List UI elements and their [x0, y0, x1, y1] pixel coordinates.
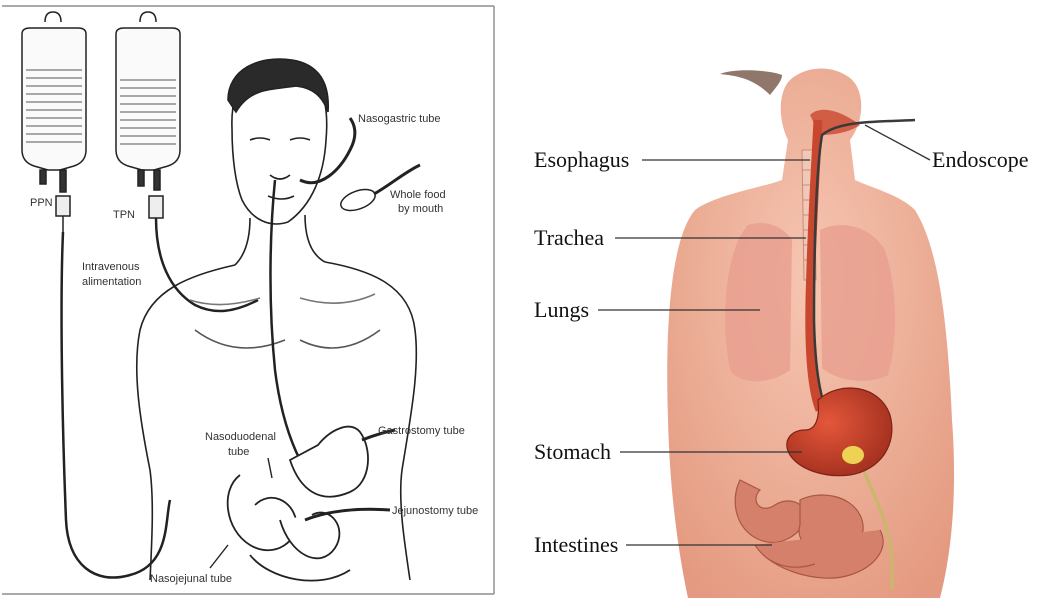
label-nasoduodenal-line1: Nasoduodenal: [205, 431, 276, 443]
nasoduodenal-pointer: [268, 458, 272, 478]
label-nasojejunal-tube: Nasojejunal tube: [150, 573, 232, 585]
tpn-tube: [156, 218, 258, 311]
nasojejunal-pointer: [210, 545, 228, 568]
label-stomach: Stomach: [534, 439, 611, 464]
feeding-routes-svg: PPN TPN: [0, 0, 500, 598]
hair: [720, 70, 782, 95]
head-drawing: [228, 59, 328, 224]
label-whole-food-line1: Whole food: [390, 189, 446, 201]
label-nasogastric-tube: Nasogastric tube: [358, 113, 441, 125]
leader-endoscope: [865, 125, 930, 160]
label-intravenous-line2: alimentation: [82, 276, 141, 288]
endoscopy-anatomy-illustration: Esophagus Endoscope Trachea Lungs Stomac…: [520, 0, 1040, 598]
label-esophagus: Esophagus: [534, 147, 629, 172]
label-lungs: Lungs: [534, 297, 589, 322]
anatomy-svg: Esophagus Endoscope Trachea Lungs Stomac…: [520, 0, 1040, 598]
endoscope-light: [842, 446, 864, 464]
right-lung: [820, 225, 895, 381]
label-tpn: TPN: [113, 209, 135, 221]
label-jejunostomy-tube: Jejunostomy tube: [392, 505, 478, 517]
label-intestines: Intestines: [534, 532, 618, 557]
label-ppn: PPN: [30, 197, 53, 209]
label-gastrostomy-tube: Gastrostomy tube: [378, 425, 465, 437]
label-trachea: Trachea: [534, 225, 604, 250]
label-whole-food-line2: by mouth: [398, 203, 443, 215]
label-endoscope: Endoscope: [932, 147, 1029, 172]
feeding-routes-illustration: PPN TPN: [0, 0, 500, 598]
tpn-bag-icon: [116, 12, 180, 218]
label-intravenous-line1: Intravenous: [82, 261, 140, 273]
label-nasoduodenal-line2: tube: [228, 446, 249, 458]
